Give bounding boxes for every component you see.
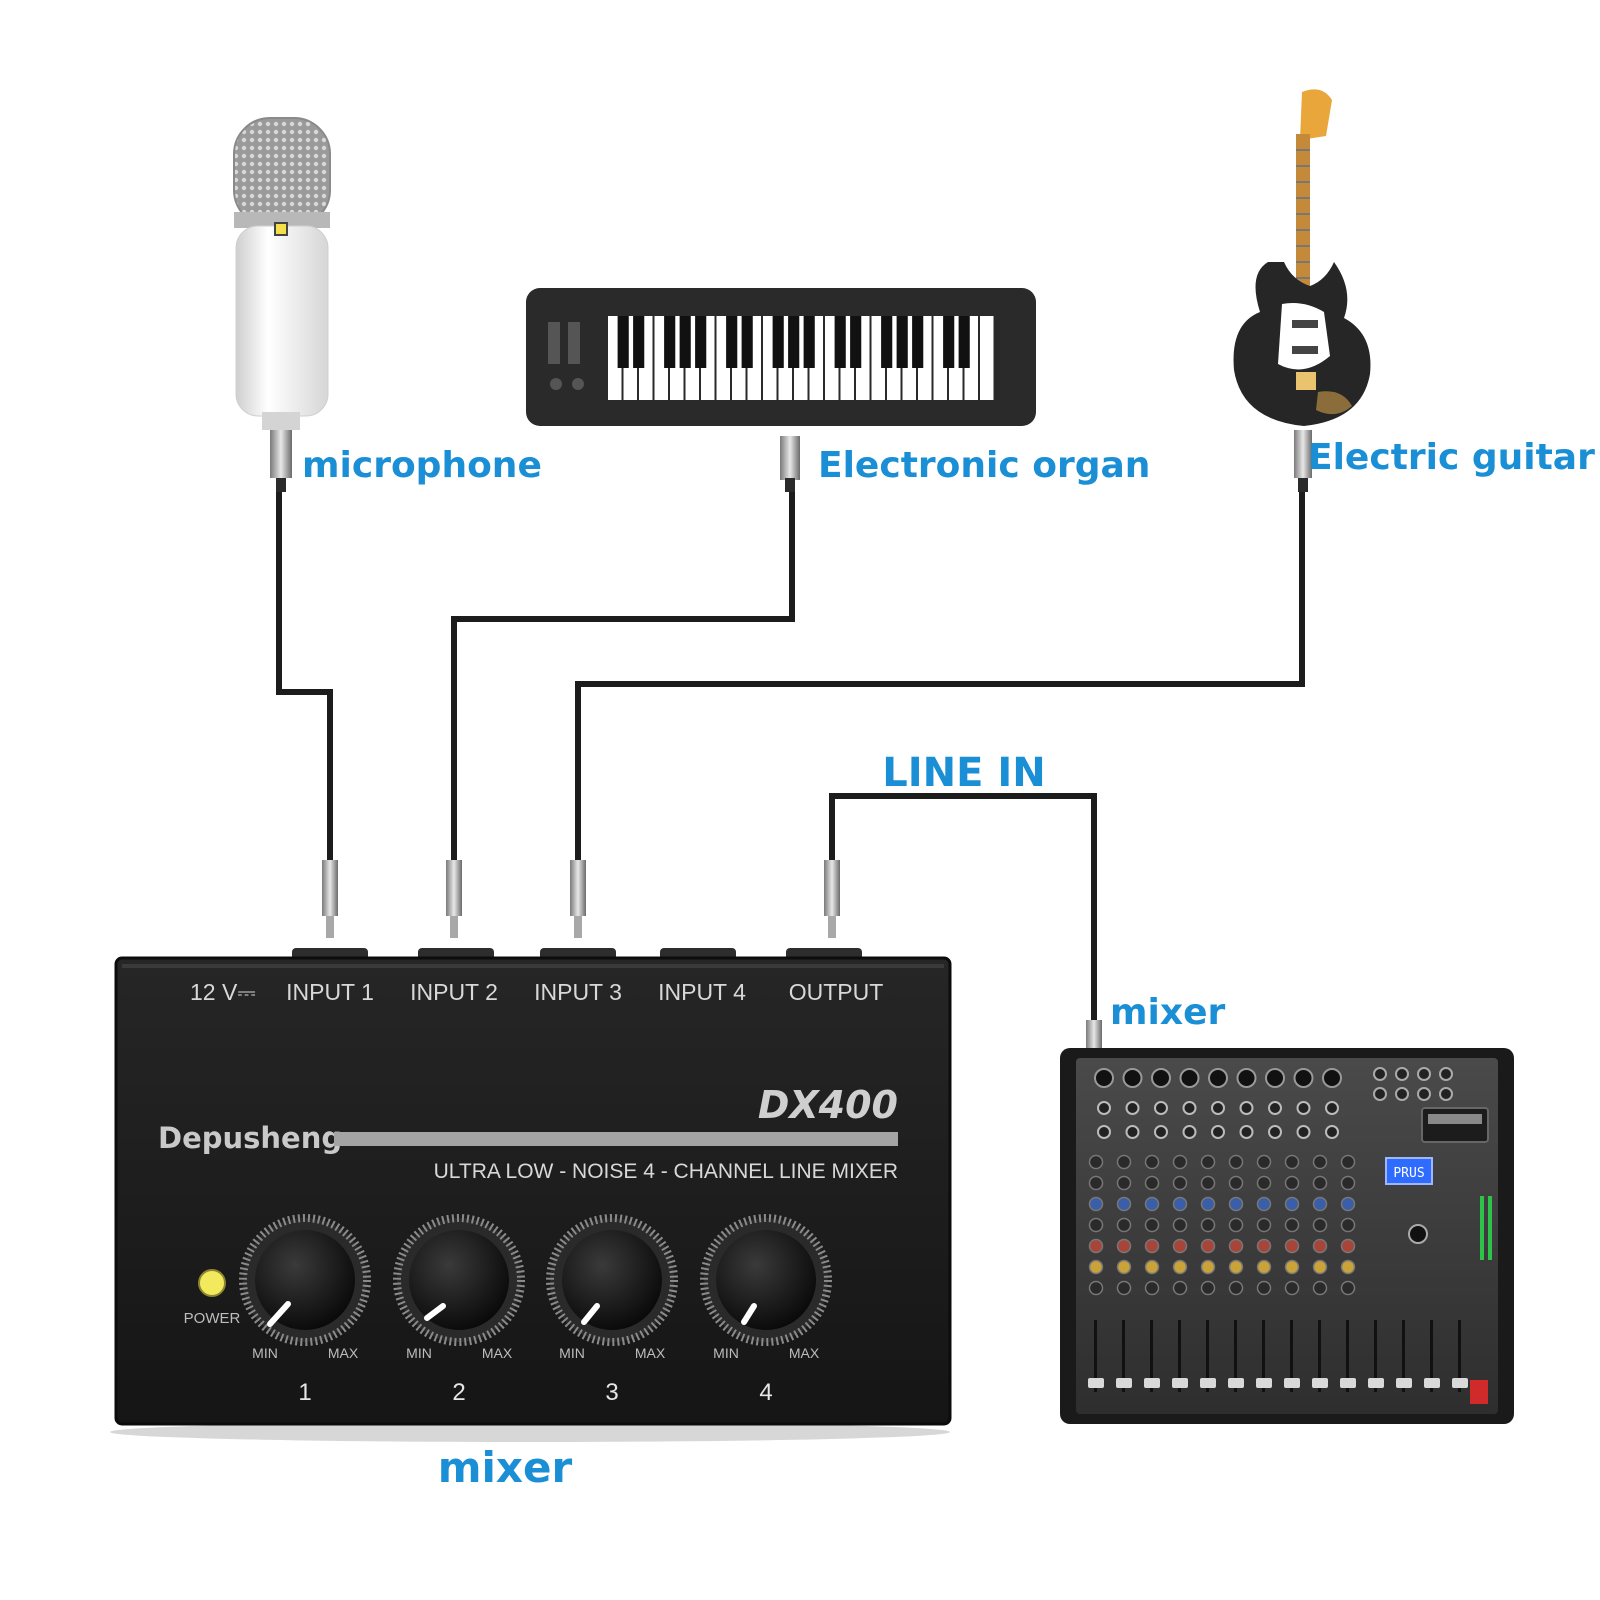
knob-2-pointer-icon <box>424 1303 446 1321</box>
cable-microphone <box>276 490 333 870</box>
model-name: DX400 <box>758 1083 898 1127</box>
label-line-in: LINE IN <box>882 750 1045 796</box>
cable-guitar <box>575 490 1305 870</box>
dx400-mixer: 12 V⎓ INPUT 1 INPUT 2 INPUT 3 INPUT 4 OU… <box>110 948 952 1442</box>
console-display-icon <box>1385 1157 1433 1185</box>
plug-input-3-icon <box>570 860 586 938</box>
knob-3-number: 3 <box>605 1379 618 1406</box>
device-subtitle: ULTRA LOW - NOISE 4 - CHANNEL LINE MIXER <box>434 1160 898 1183</box>
port-label-input-2: INPUT 2 <box>410 979 498 1005</box>
plug-output-icon <box>824 860 840 938</box>
knob-4[interactable] <box>700 1214 832 1346</box>
knob-1-min-label: MIN <box>252 1345 278 1361</box>
knob-4-max-label: MAX <box>789 1345 820 1361</box>
knob-1-max-label: MAX <box>328 1345 359 1361</box>
cables <box>276 490 1305 1030</box>
port-label-power: 12 V⎓ <box>190 979 256 1005</box>
knob-3-pointer-icon <box>581 1303 600 1325</box>
knob-2-number: 2 <box>452 1379 465 1406</box>
port-label-input-4: INPUT 4 <box>658 979 746 1005</box>
plug-input-1-icon <box>322 860 338 938</box>
knob-1[interactable] <box>239 1214 371 1346</box>
knob-2-min-label: MIN <box>406 1345 432 1361</box>
knob-1-number: 1 <box>298 1379 311 1406</box>
label-electronic-organ: Electronic organ <box>818 445 1150 486</box>
plug-input-2-icon <box>446 860 462 938</box>
cable-line-in <box>829 793 1097 1030</box>
label-microphone: microphone <box>302 445 542 486</box>
brand-stripe <box>334 1132 898 1146</box>
keyboard-icon <box>526 288 1036 492</box>
power-label: POWER <box>184 1310 241 1327</box>
knob-1-pointer-icon <box>267 1301 291 1327</box>
label-electric-guitar: Electric guitar <box>1308 437 1595 478</box>
knob-3[interactable] <box>546 1214 678 1346</box>
guitar-icon <box>1233 89 1371 492</box>
port-label-input-3: INPUT 3 <box>534 979 622 1005</box>
knob-4-min-label: MIN <box>713 1345 739 1361</box>
label-mixer-console: mixer <box>1110 992 1225 1033</box>
brand-name: Depusheng <box>158 1121 342 1155</box>
knob-4-pointer-icon <box>741 1303 757 1325</box>
port-label-output: OUTPUT <box>789 979 884 1005</box>
knob-3-max-label: MAX <box>635 1345 666 1361</box>
label-mixer-device: mixer <box>438 1443 573 1492</box>
microphone-icon <box>233 117 331 492</box>
power-led-icon <box>198 1269 226 1297</box>
mixing-console-icon: PRUS <box>1060 1048 1514 1424</box>
knob-3-min-label: MIN <box>559 1345 585 1361</box>
port-label-input-1: INPUT 1 <box>286 979 374 1005</box>
console-display-text: PRUS <box>1393 1166 1424 1181</box>
cable-organ <box>451 490 795 870</box>
knob-2-max-label: MAX <box>482 1345 513 1361</box>
knob-4-number: 4 <box>759 1379 772 1406</box>
knob-2[interactable] <box>393 1214 525 1346</box>
